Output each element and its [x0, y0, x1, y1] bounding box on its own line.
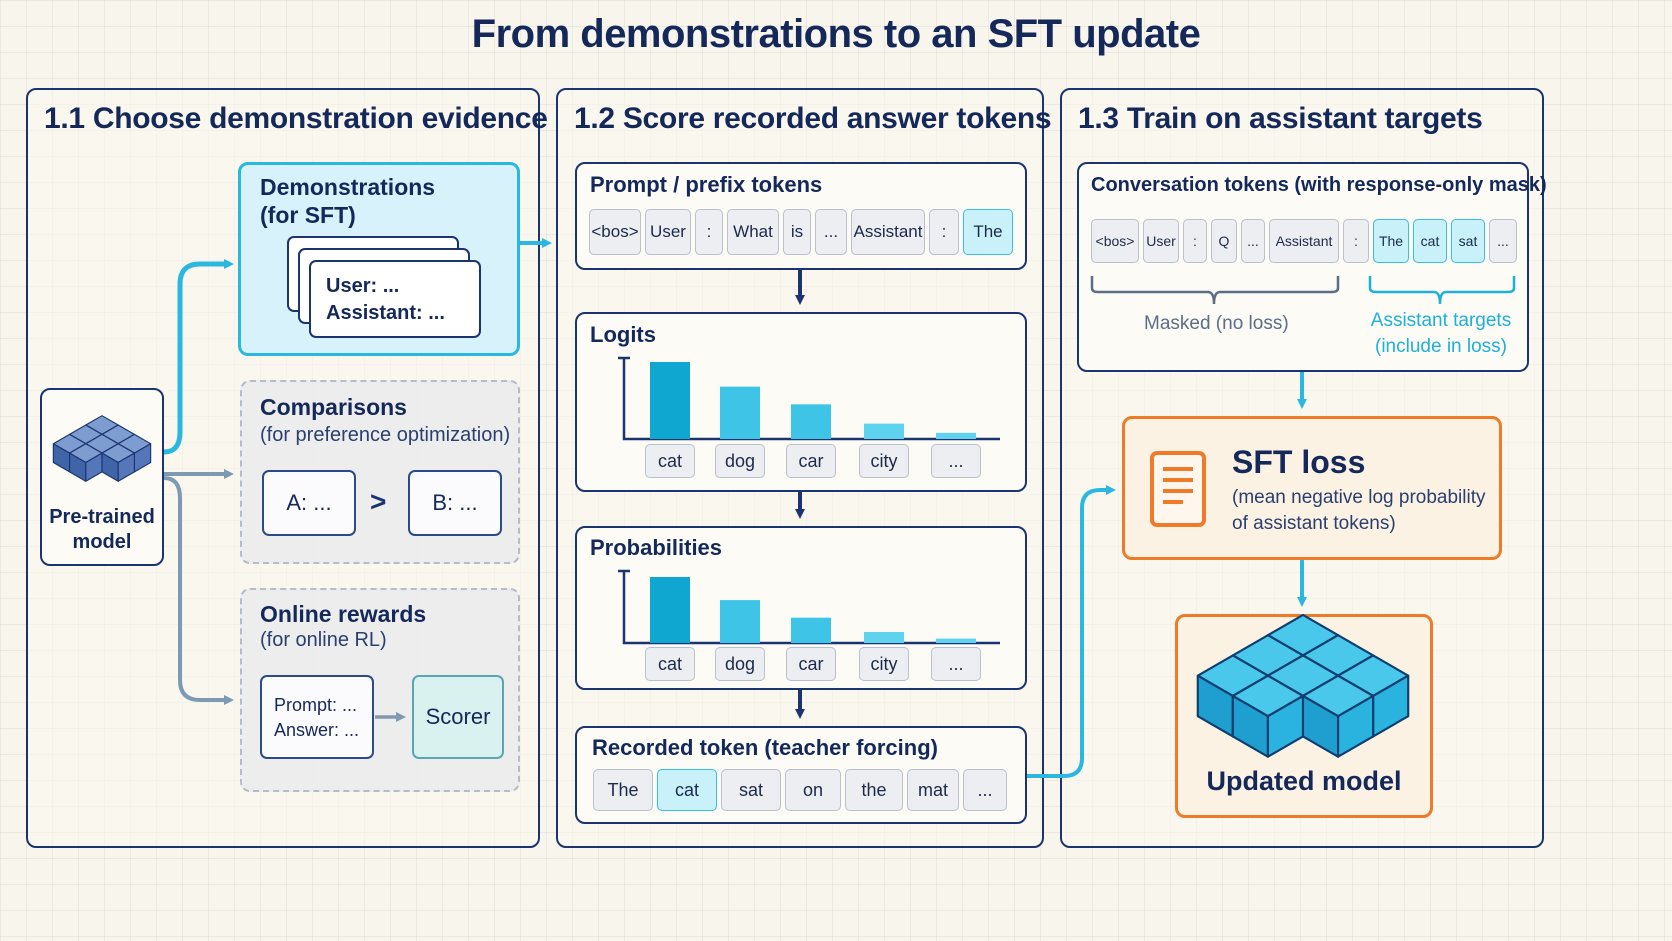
panel-3-title: 1.3 Train on assistant targets	[1078, 102, 1483, 135]
sft-loss-description: (mean negative log probability of assist…	[1232, 485, 1486, 537]
comparison-option-a: A: ...	[262, 470, 356, 536]
logits-title: Logits	[590, 322, 656, 347]
prompt-token-3: What	[727, 209, 779, 255]
conversation-token-3: Q	[1211, 219, 1237, 263]
scorer-box: Scorer	[412, 675, 504, 759]
answer-label: Answer: ...	[274, 720, 360, 740]
panel-1-title: 1.1 Choose demonstration evidence	[44, 102, 548, 135]
prompt-token-7: :	[929, 209, 959, 255]
pretrained-model-label: Pre-trained model	[40, 505, 164, 555]
conversation-token-4: ...	[1241, 219, 1265, 263]
prompt-token-4: is	[783, 209, 811, 255]
prompt-label: Prompt: ...	[274, 695, 358, 715]
conversation-tokens-title: Conversation tokens (with response-only …	[1091, 174, 1547, 196]
prompt-token-8: The	[963, 209, 1013, 255]
prompt-tokens-title: Prompt / prefix tokens	[590, 172, 823, 197]
comparison-option-b: B: ...	[408, 470, 502, 536]
comparisons-title: Comparisons	[260, 394, 407, 420]
panel-2-title: 1.2 Score recorded answer tokens	[574, 102, 1052, 135]
conversation-token-1: User	[1143, 219, 1179, 263]
updated-model-label: Updated model	[1206, 766, 1402, 796]
prompt-token-0: <bos>	[589, 209, 641, 255]
prompt-token-6: Assistant	[851, 209, 925, 255]
assistant-targets-line1: Assistant targets	[1370, 310, 1512, 331]
demo-card-assistant: Assistant: ...	[326, 302, 445, 324]
recorded-token-3: on	[785, 769, 841, 811]
conversation-token-0: <bos>	[1091, 219, 1139, 263]
sft-loss-title: SFT loss	[1232, 444, 1366, 480]
demo-card-front	[309, 260, 481, 338]
conversation-token-7: The	[1373, 219, 1409, 263]
conversation-token-2: :	[1183, 219, 1207, 263]
pretrained-label-line2: model	[72, 531, 132, 553]
recorded-token-1: cat	[657, 769, 717, 811]
prompt-answer-card: Prompt: ... Answer: ...	[260, 675, 374, 759]
assistant-targets-label: Assistant targets (include in loss)	[1362, 308, 1520, 360]
diagram-title: From demonstrations to an SFT update	[471, 12, 1201, 56]
demo-card-user: User: ...	[326, 275, 400, 297]
conversation-token-6: :	[1343, 219, 1369, 263]
pretrained-label-line1: Pre-trained	[49, 506, 155, 528]
probabilities-title: Probabilities	[590, 535, 723, 560]
recorded-token-5: mat	[907, 769, 959, 811]
prompt-token-1: User	[645, 209, 691, 255]
assistant-targets-line2: (include in loss)	[1375, 336, 1507, 357]
demonstrations-title: Demonstrations	[260, 174, 436, 200]
online-rewards-title: Online rewards	[260, 601, 427, 627]
online-rewards-subtitle: (for online RL)	[260, 629, 387, 651]
conversation-token-10: ...	[1489, 219, 1517, 263]
conversation-token-8: cat	[1413, 219, 1447, 263]
masked-label: Masked (no loss)	[1144, 313, 1289, 334]
recorded-token-0: The	[593, 769, 653, 811]
sft-loss-desc-line2: of assistant tokens)	[1232, 513, 1396, 534]
conversation-tokens-box	[1077, 162, 1529, 372]
conversation-token-9: sat	[1451, 219, 1485, 263]
recorded-token-6: ...	[963, 769, 1007, 811]
recorded-token-2: sat	[721, 769, 781, 811]
greater-than-sign: >	[370, 486, 387, 517]
recorded-token-title: Recorded token (teacher forcing)	[592, 735, 938, 760]
prompt-token-5: ...	[815, 209, 847, 255]
comparisons-subtitle: (for preference optimization)	[260, 424, 511, 446]
sft-loss-desc-line1: (mean negative log probability	[1232, 487, 1486, 508]
recorded-token-4: the	[845, 769, 903, 811]
prompt-token-2: :	[695, 209, 723, 255]
sft-loss-document-icon	[1150, 451, 1206, 527]
conversation-token-5: Assistant	[1269, 219, 1339, 263]
demonstrations-subtitle: (for SFT)	[260, 202, 356, 228]
